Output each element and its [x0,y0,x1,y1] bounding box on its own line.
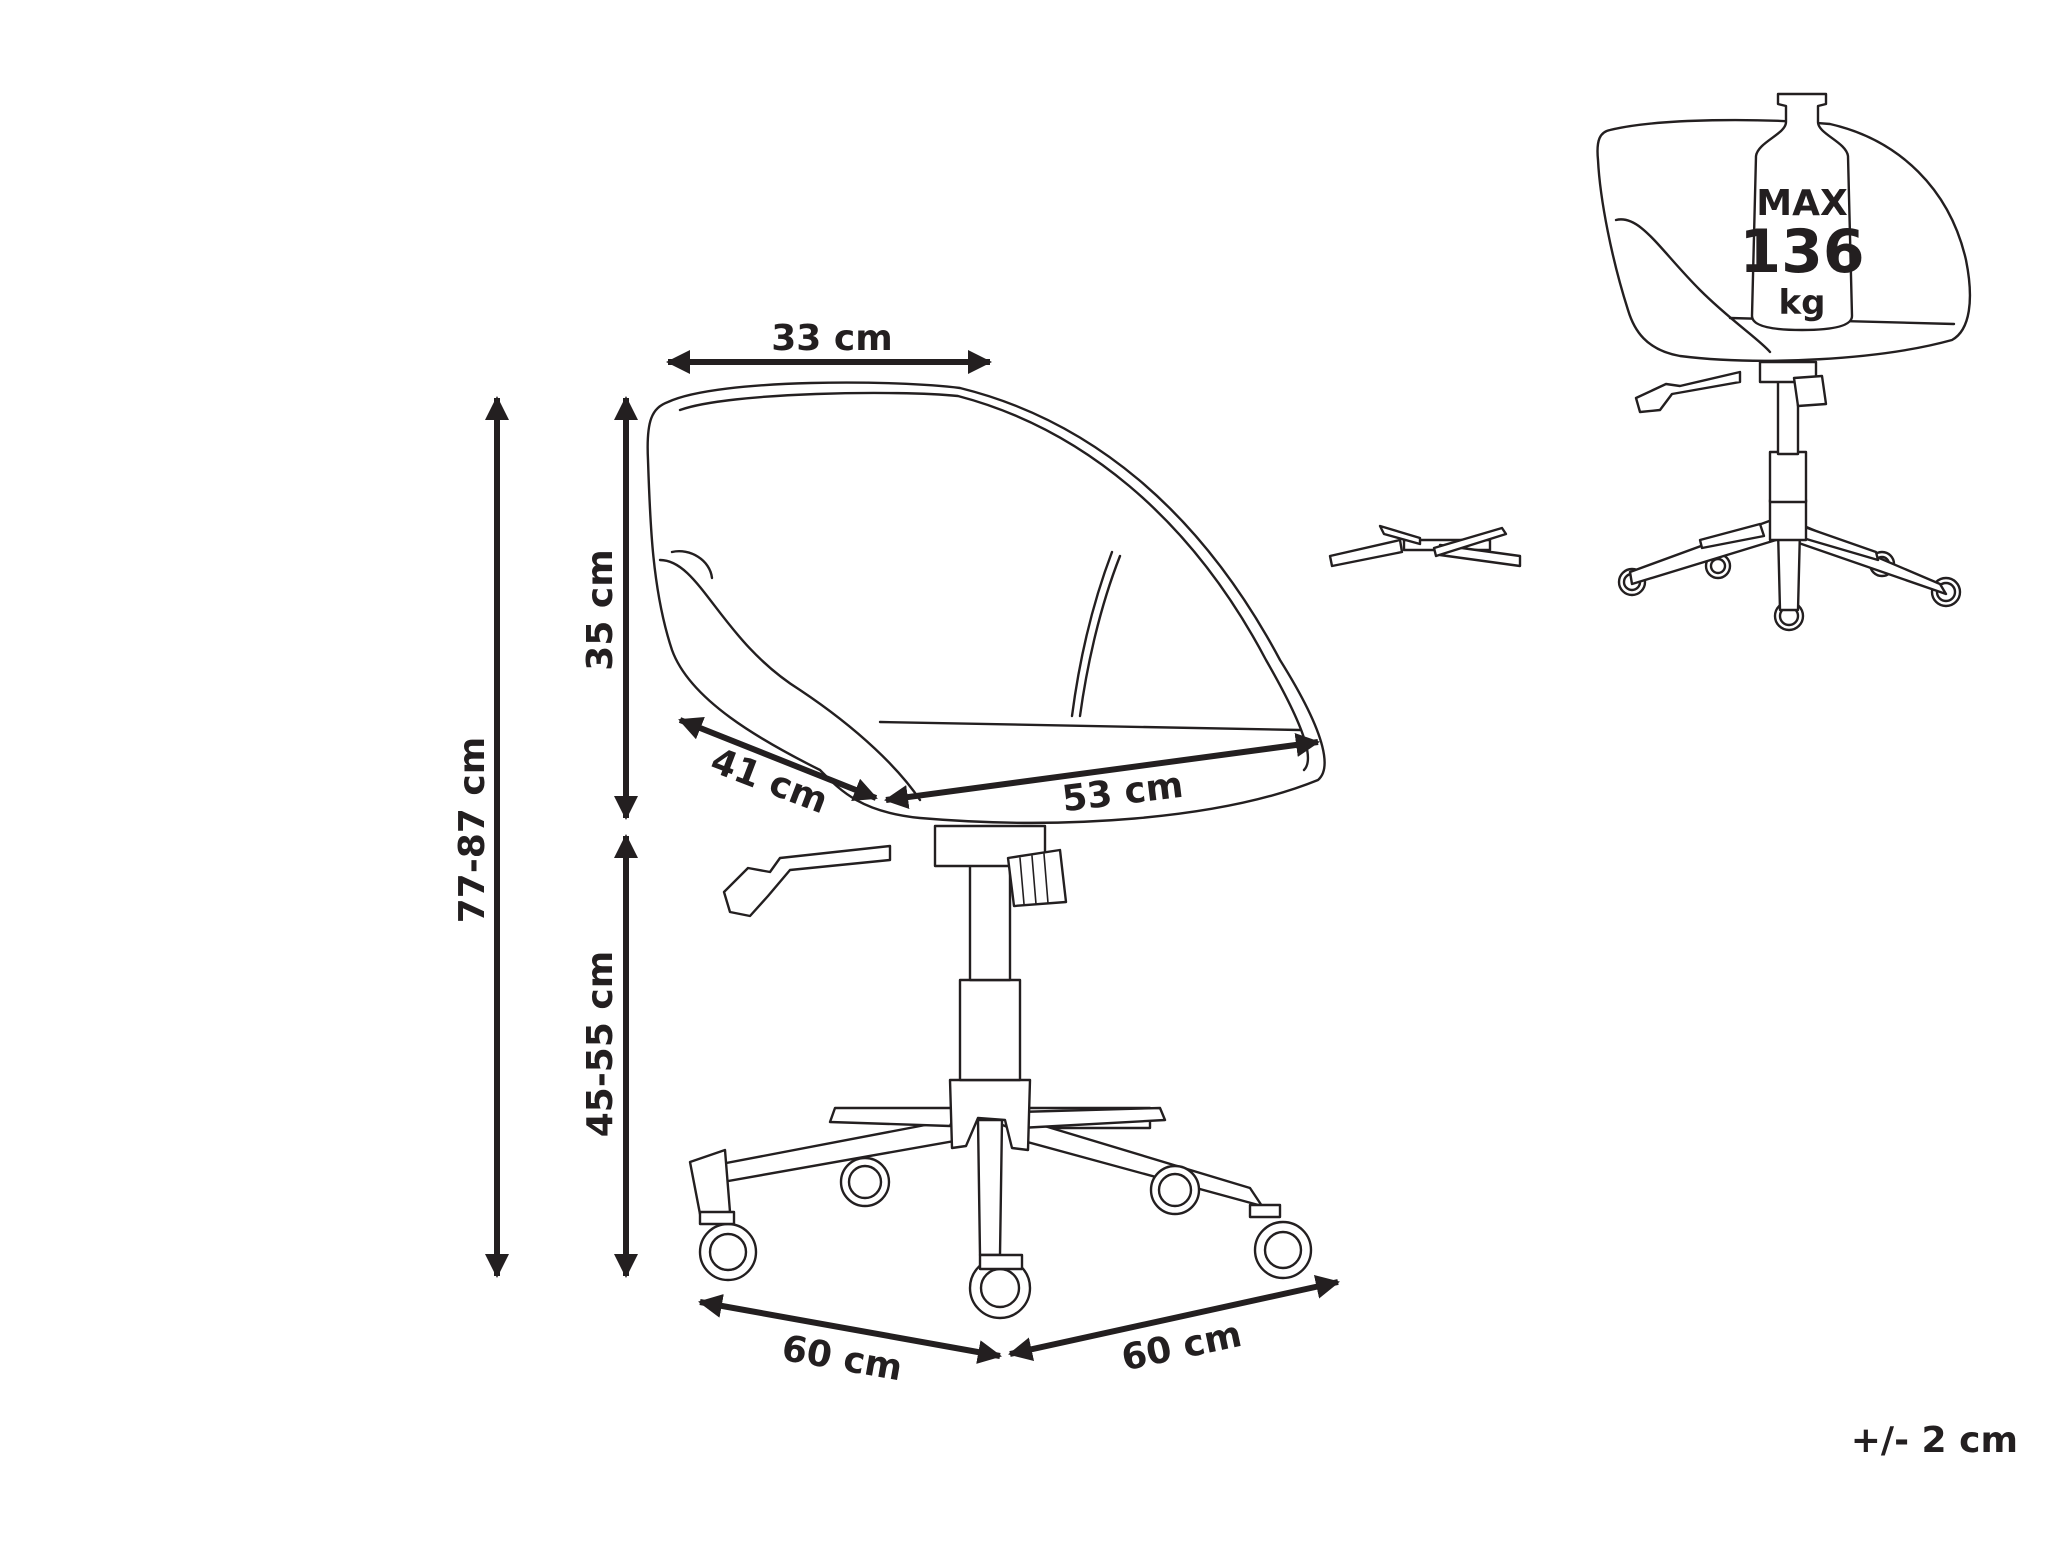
casters [698,1156,1313,1320]
dim-line-seat-diagonal [884,733,1320,809]
label-total-height: 77-87 cm [452,737,493,924]
gas-lift [722,824,1068,1082]
seat-shell [646,381,1326,824]
label-seat-height: 45-55 cm [580,951,621,1138]
dim-line-base-left [698,1294,1002,1364]
dimension-lines [485,350,1340,1364]
weight-icon [1750,92,1854,332]
small-chair [1328,118,1972,632]
max-load-label: MAX [1756,183,1848,224]
tolerance-note: +/- 2 cm [1851,1420,2018,1461]
dim-line-base-right [1008,1274,1340,1362]
label-seat-width: 33 cm [771,318,892,359]
main-chair-illustration [646,381,1326,1320]
max-load-value: 136 [1739,217,1864,287]
max-load-illustration: MAX 136 kg [1328,92,1972,632]
label-backrest-height: 35 cm [580,549,621,670]
max-load-unit: kg [1779,283,1826,323]
dim-line-seat-depth [678,716,878,802]
